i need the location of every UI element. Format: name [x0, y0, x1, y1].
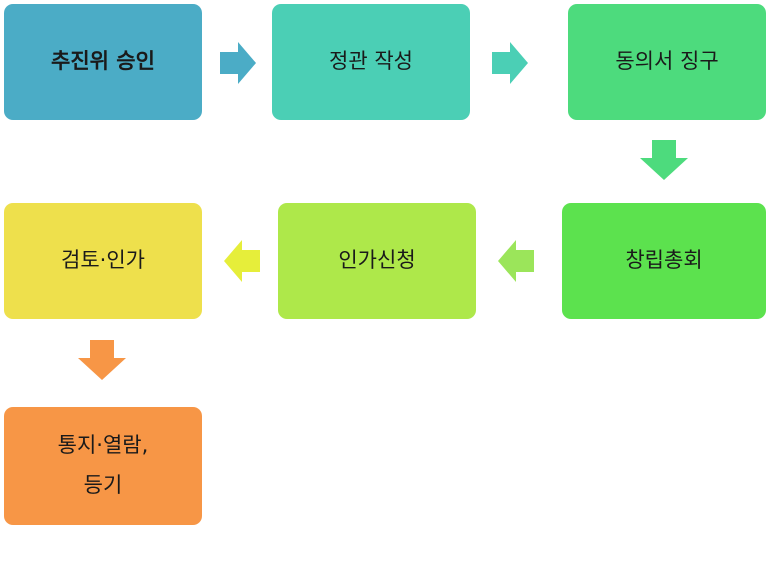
- step-label: 정관 작성: [329, 49, 413, 74]
- step-consent-collection: 동의서 징구: [568, 4, 766, 120]
- step-label: 추진위 승인: [51, 49, 155, 74]
- arrow-left-icon: [498, 240, 534, 282]
- arrow-down-icon: [78, 340, 126, 380]
- arrow-down-icon: [640, 140, 688, 180]
- step-notice-registration: 통지·열람, 등기: [4, 407, 202, 525]
- arrow-right-icon: [220, 42, 256, 84]
- step-label: 통지·열람, 등기: [57, 433, 149, 497]
- arrow-right-icon: [492, 42, 528, 84]
- step-label: 검토·인가: [61, 248, 145, 273]
- arrow-shape: [78, 340, 126, 380]
- step-label: 동의서 징구: [615, 49, 719, 74]
- step-label: 인가신청: [338, 248, 416, 273]
- step-label: 창립총회: [625, 248, 703, 273]
- arrow-shape: [498, 240, 534, 282]
- step-founding-meeting: 창립총회: [562, 203, 766, 319]
- step-review-approval: 검토·인가: [4, 203, 202, 319]
- arrow-shape: [640, 140, 688, 180]
- step-bylaws-drafting: 정관 작성: [272, 4, 470, 120]
- arrow-shape: [492, 42, 528, 84]
- arrow-shape: [220, 42, 256, 84]
- step-committee-approval: 추진위 승인: [4, 4, 202, 120]
- arrow-left-icon: [224, 240, 260, 282]
- step-approval-application: 인가신청: [278, 203, 476, 319]
- arrow-shape: [224, 240, 260, 282]
